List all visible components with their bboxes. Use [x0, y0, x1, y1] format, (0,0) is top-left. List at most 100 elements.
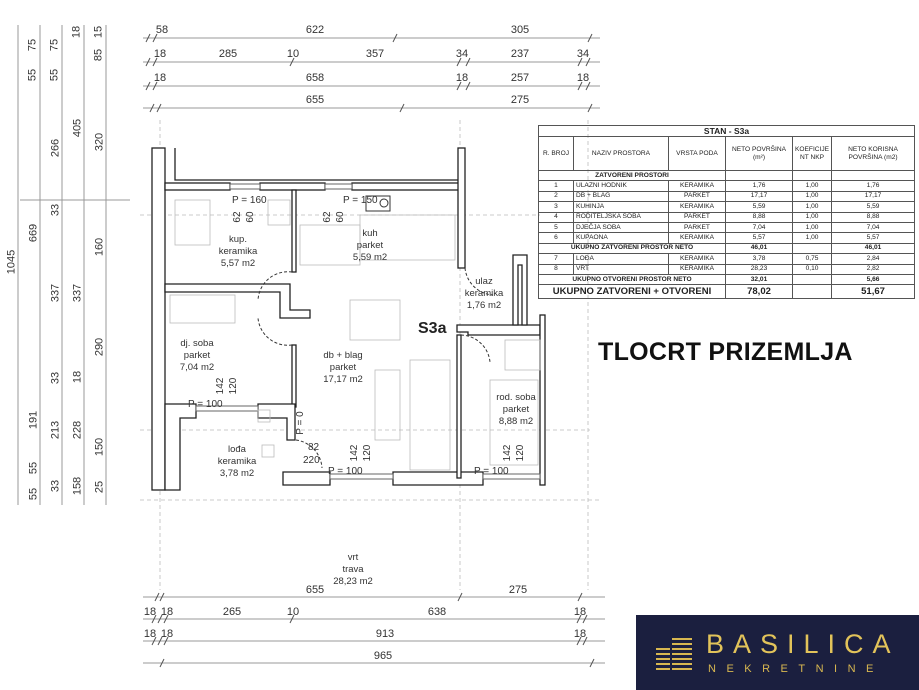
furniture — [169, 199, 541, 471]
window-dim: 142 — [215, 377, 226, 395]
window-dim: 60 — [245, 211, 256, 223]
window-sill-label: P = 100 — [474, 466, 509, 477]
dim-label: 55 — [27, 461, 40, 475]
dim-label: 18 — [573, 606, 587, 618]
dim-label: 55 — [48, 68, 61, 82]
dim-label: 638 — [427, 606, 447, 618]
window-dim: 62 — [232, 211, 243, 223]
dim-label: 18 — [576, 72, 590, 84]
dim-label: 213 — [49, 420, 62, 440]
dim-label: 669 — [27, 223, 40, 243]
window-sill-label: P = 150 — [343, 195, 378, 206]
window-dim: 62 — [322, 211, 333, 223]
door-height: 220 — [303, 455, 320, 466]
dim-label: 18 — [455, 72, 469, 84]
dim-label: 18 — [573, 628, 587, 640]
dim-label: 58 — [155, 24, 169, 36]
logo-subtitle: NEKRETNINE — [708, 663, 884, 675]
dim-label: 85 — [92, 48, 105, 62]
window-dim: 120 — [515, 444, 526, 462]
window-dim: 120 — [228, 377, 239, 395]
dim-label: 15 — [92, 25, 105, 39]
plan-title: TLOCRT PRIZEMLJA — [598, 338, 853, 366]
dim-label: 55 — [26, 68, 39, 82]
dim-label: 18 — [160, 628, 174, 640]
dim-label: 191 — [27, 410, 40, 430]
building-icon — [656, 638, 692, 670]
window-sill-label: P = 100 — [328, 466, 363, 477]
dim-label: 266 — [49, 138, 62, 158]
windows — [195, 183, 541, 480]
dim-label: 357 — [365, 48, 385, 60]
window-dim: 60 — [335, 211, 346, 223]
dim-label: 622 — [305, 24, 325, 36]
dim-label: 285 — [218, 48, 238, 60]
window-dim: 142 — [502, 444, 513, 462]
window-dim: 120 — [362, 444, 373, 462]
dim-label: 1045 — [5, 249, 18, 275]
dim-label: 913 — [375, 628, 395, 640]
dim-label: 18 — [160, 606, 174, 618]
dim-label: 75 — [26, 38, 39, 52]
dim-label: 33 — [49, 479, 62, 493]
dim-label: 33 — [49, 203, 62, 217]
dim-label: 150 — [93, 437, 106, 457]
dim-label: 34 — [576, 48, 590, 60]
dim-label: 655 — [305, 94, 325, 106]
dim-label: 658 — [305, 72, 325, 84]
stove-icon — [365, 195, 391, 212]
unit-label: S3a — [418, 320, 447, 337]
dim-label: 337 — [71, 283, 84, 303]
company-logo: BASILICA NEKRETNINE — [636, 615, 919, 690]
dim-label: 228 — [71, 420, 84, 440]
dim-label: 18 — [71, 370, 84, 384]
door-sill-label: P = 0 — [295, 411, 306, 435]
door-swings — [257, 267, 494, 469]
dim-label: 25 — [93, 480, 106, 494]
dim-label: 10 — [286, 606, 300, 618]
dim-label: 265 — [222, 606, 242, 618]
window-sill-label: P = 100 — [188, 399, 223, 410]
dim-label: 275 — [508, 584, 528, 596]
dim-label: 158 — [71, 476, 84, 496]
dimension-ticks — [145, 33, 595, 668]
dim-label: 237 — [510, 48, 530, 60]
dim-label: 18 — [143, 606, 157, 618]
dim-label: 320 — [93, 132, 106, 152]
door-width: 82 — [308, 442, 320, 453]
dim-label: 10 — [286, 48, 300, 60]
dim-label: 34 — [455, 48, 469, 60]
dim-label: 18 — [153, 48, 167, 60]
dim-label: 18 — [70, 25, 83, 39]
dimension-lines — [17, 25, 605, 664]
dim-label: 55 — [27, 487, 40, 501]
table-title: STAN - S3a — [538, 125, 915, 137]
window-sill-label: P = 160 — [232, 195, 267, 206]
dim-label: 18 — [143, 628, 157, 640]
dim-label: 18 — [153, 72, 167, 84]
logo-name: BASILICA — [706, 629, 900, 659]
dim-label: 965 — [373, 650, 393, 662]
walls — [151, 147, 546, 491]
dim-label: 405 — [71, 118, 84, 138]
window-dim: 142 — [349, 444, 360, 462]
